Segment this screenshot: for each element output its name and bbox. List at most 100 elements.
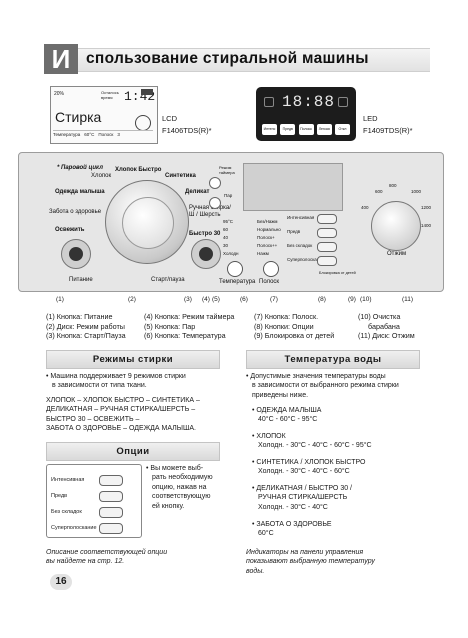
lcd-row-cell: Полоск xyxy=(98,132,114,137)
rinse-option: Полоск+ xyxy=(257,235,275,240)
rinse-option: Полоск++ xyxy=(257,243,278,248)
temp-option: 95°C xyxy=(223,219,234,224)
option-card-button[interactable] xyxy=(99,507,123,518)
program-label: Забота о здоровье xyxy=(49,209,102,215)
led-button[interactable]: Интенс xyxy=(262,124,277,135)
page-number: 16 xyxy=(50,574,72,590)
led-button[interactable]: Предв xyxy=(280,124,296,135)
led-label: LED F1409TDS(R)* xyxy=(363,113,413,137)
steam-button[interactable] xyxy=(209,197,221,209)
option-card-button[interactable] xyxy=(99,523,123,534)
led-button[interactable]: Полоск xyxy=(298,124,314,135)
legend-item: (7) Кнопка: Полоск. xyxy=(254,312,319,321)
program-label: Освежить xyxy=(55,227,85,233)
callout: (1) xyxy=(56,296,64,303)
option-label: Суперполоскание xyxy=(287,257,325,262)
options-footnote-line: вы найдете на стр. 12. xyxy=(46,558,125,566)
legend-item: (8) Кнопки: Опции xyxy=(254,321,314,331)
program-dial[interactable] xyxy=(105,180,189,264)
power-button[interactable] xyxy=(61,239,91,269)
legend-item: (10) Очистка xyxy=(358,312,401,321)
options-note-line: • Вы можете выб- xyxy=(146,465,204,472)
temp-item-values: Холодн. - 30°C - 40°C xyxy=(258,503,328,511)
modes-heading: Режимы стирки xyxy=(46,350,220,369)
program-label: Одежда малыша xyxy=(55,189,105,195)
spin-label: Отжим xyxy=(387,251,407,257)
lcd-status-row: Температура 60°C Полоск 3 xyxy=(53,130,153,140)
option-label: Предв xyxy=(287,229,301,234)
timer-button[interactable] xyxy=(209,177,221,189)
pre-wash-icon xyxy=(264,97,274,107)
callout: (8) xyxy=(318,296,326,303)
led-button[interactable]: Откл xyxy=(335,124,350,135)
spin-value: 800 xyxy=(389,183,397,188)
lcd-row-cell: 3 xyxy=(117,132,120,137)
temp-footnote-line: воды. xyxy=(246,567,265,575)
temp-option: 60 xyxy=(223,227,229,232)
header-initial: И xyxy=(44,44,78,74)
power-label: Питание xyxy=(69,277,93,283)
lcd-row-cell: Температура xyxy=(53,132,81,137)
door-lock-icon xyxy=(141,89,153,95)
temp-item-name: РУЧНАЯ СТИРКА/ШЕРСТЬ xyxy=(258,494,348,502)
power-icon xyxy=(69,247,83,261)
temp-intro-line: • Допустимые значения температуры воды xyxy=(246,373,386,380)
temp-footnote-line: Индикаторы на панели управления xyxy=(246,549,364,556)
temp-item-name: • ЗАБОТА О ЗДОРОВЬЕ xyxy=(252,521,332,528)
spin-icon xyxy=(338,97,348,107)
option-button[interactable] xyxy=(317,256,337,266)
control-panel: * Паровой цикл Хлопок Хлопок Быстро Синт… xyxy=(18,152,444,292)
temp-intro-line: в зависимости от выбранного режима стирк… xyxy=(252,382,399,390)
temp-option: Холодн xyxy=(223,251,239,256)
options-footnote-line: Описание соответствующей опции xyxy=(46,549,168,556)
spin-value: 600 xyxy=(375,189,383,194)
program-label: Хлопок xyxy=(91,173,112,179)
modes-bullet: • Машина поддерживает 9 режимов стирки xyxy=(46,373,186,380)
option-button[interactable] xyxy=(317,214,337,224)
temp-item-values: Холодн. - 30°C - 40°C - 60°C - 95°C xyxy=(258,442,372,450)
rinse-option: Без/Нажм xyxy=(257,219,278,224)
option-card-label: Суперполоскание xyxy=(51,525,97,531)
temperature-button[interactable] xyxy=(227,261,243,277)
led-button[interactable]: Легкая xyxy=(316,124,332,135)
lcd-percent: 20% xyxy=(54,91,65,97)
options-note-line: опцию, нажав на xyxy=(152,483,207,491)
modes-list-line: ХЛОПОК – ХЛОПОК БЫСТРО – СИНТЕТИКА – xyxy=(46,397,200,404)
callout: (6) xyxy=(240,296,248,303)
callout: (3) xyxy=(184,296,192,303)
led-label-line: LED xyxy=(363,114,378,123)
option-card-label: Интенсивная xyxy=(51,477,85,483)
temp-item-name: • ОДЕЖДА МАЛЫША xyxy=(252,407,322,414)
legend-item: барабана xyxy=(368,321,400,331)
modes-list-line: ЗАБОТА О ЗДОРОВЬЕ – ОДЕЖДА МАЛЫША. xyxy=(46,425,196,433)
program-label: Деликат xyxy=(185,189,210,195)
rinse-button[interactable] xyxy=(263,261,279,277)
temp-item-values: 60°C xyxy=(258,530,274,538)
temp-item-name: • ДЕЛИКАТНАЯ / БЫСТРО 30 / xyxy=(252,485,352,492)
spin-dial[interactable] xyxy=(371,201,421,251)
start-pause-button[interactable] xyxy=(191,239,221,269)
lcd-row-cell: 60°C xyxy=(84,132,95,137)
option-button[interactable] xyxy=(317,228,337,238)
lcd-label-line: F1406TDS(R)* xyxy=(162,126,212,135)
spin-value: 1000 xyxy=(411,189,422,194)
option-card-button[interactable] xyxy=(99,491,123,502)
led-label-line: F1409TDS(R)* xyxy=(363,126,413,135)
header-title: спользование стиральной машины xyxy=(86,50,369,67)
spin-value: 1200 xyxy=(421,205,432,210)
options-note-line: рать необходимую xyxy=(152,474,213,482)
options-note-line: соответствующую xyxy=(152,493,211,501)
temp-item-values: Холодн. - 30°C - 40°C - 60°C xyxy=(258,468,350,476)
lcd-label-line: LCD xyxy=(162,114,178,123)
modes-list-line: БЫСТРО 30 – ОСВЕЖИТЬ – xyxy=(46,415,140,423)
lcd-program: Стирка xyxy=(55,109,102,125)
lcd-label: LCD F1406TDS(R)* xyxy=(162,113,212,137)
legend-item: (1) Кнопка: Питание xyxy=(46,312,113,321)
temp-intro-line: приведены ниже. xyxy=(252,391,309,399)
spin-value: 400 xyxy=(361,205,369,210)
option-button[interactable] xyxy=(317,242,337,252)
option-card-button[interactable] xyxy=(99,475,123,486)
callout: (10) xyxy=(360,296,372,303)
callout: (5) xyxy=(212,296,220,303)
